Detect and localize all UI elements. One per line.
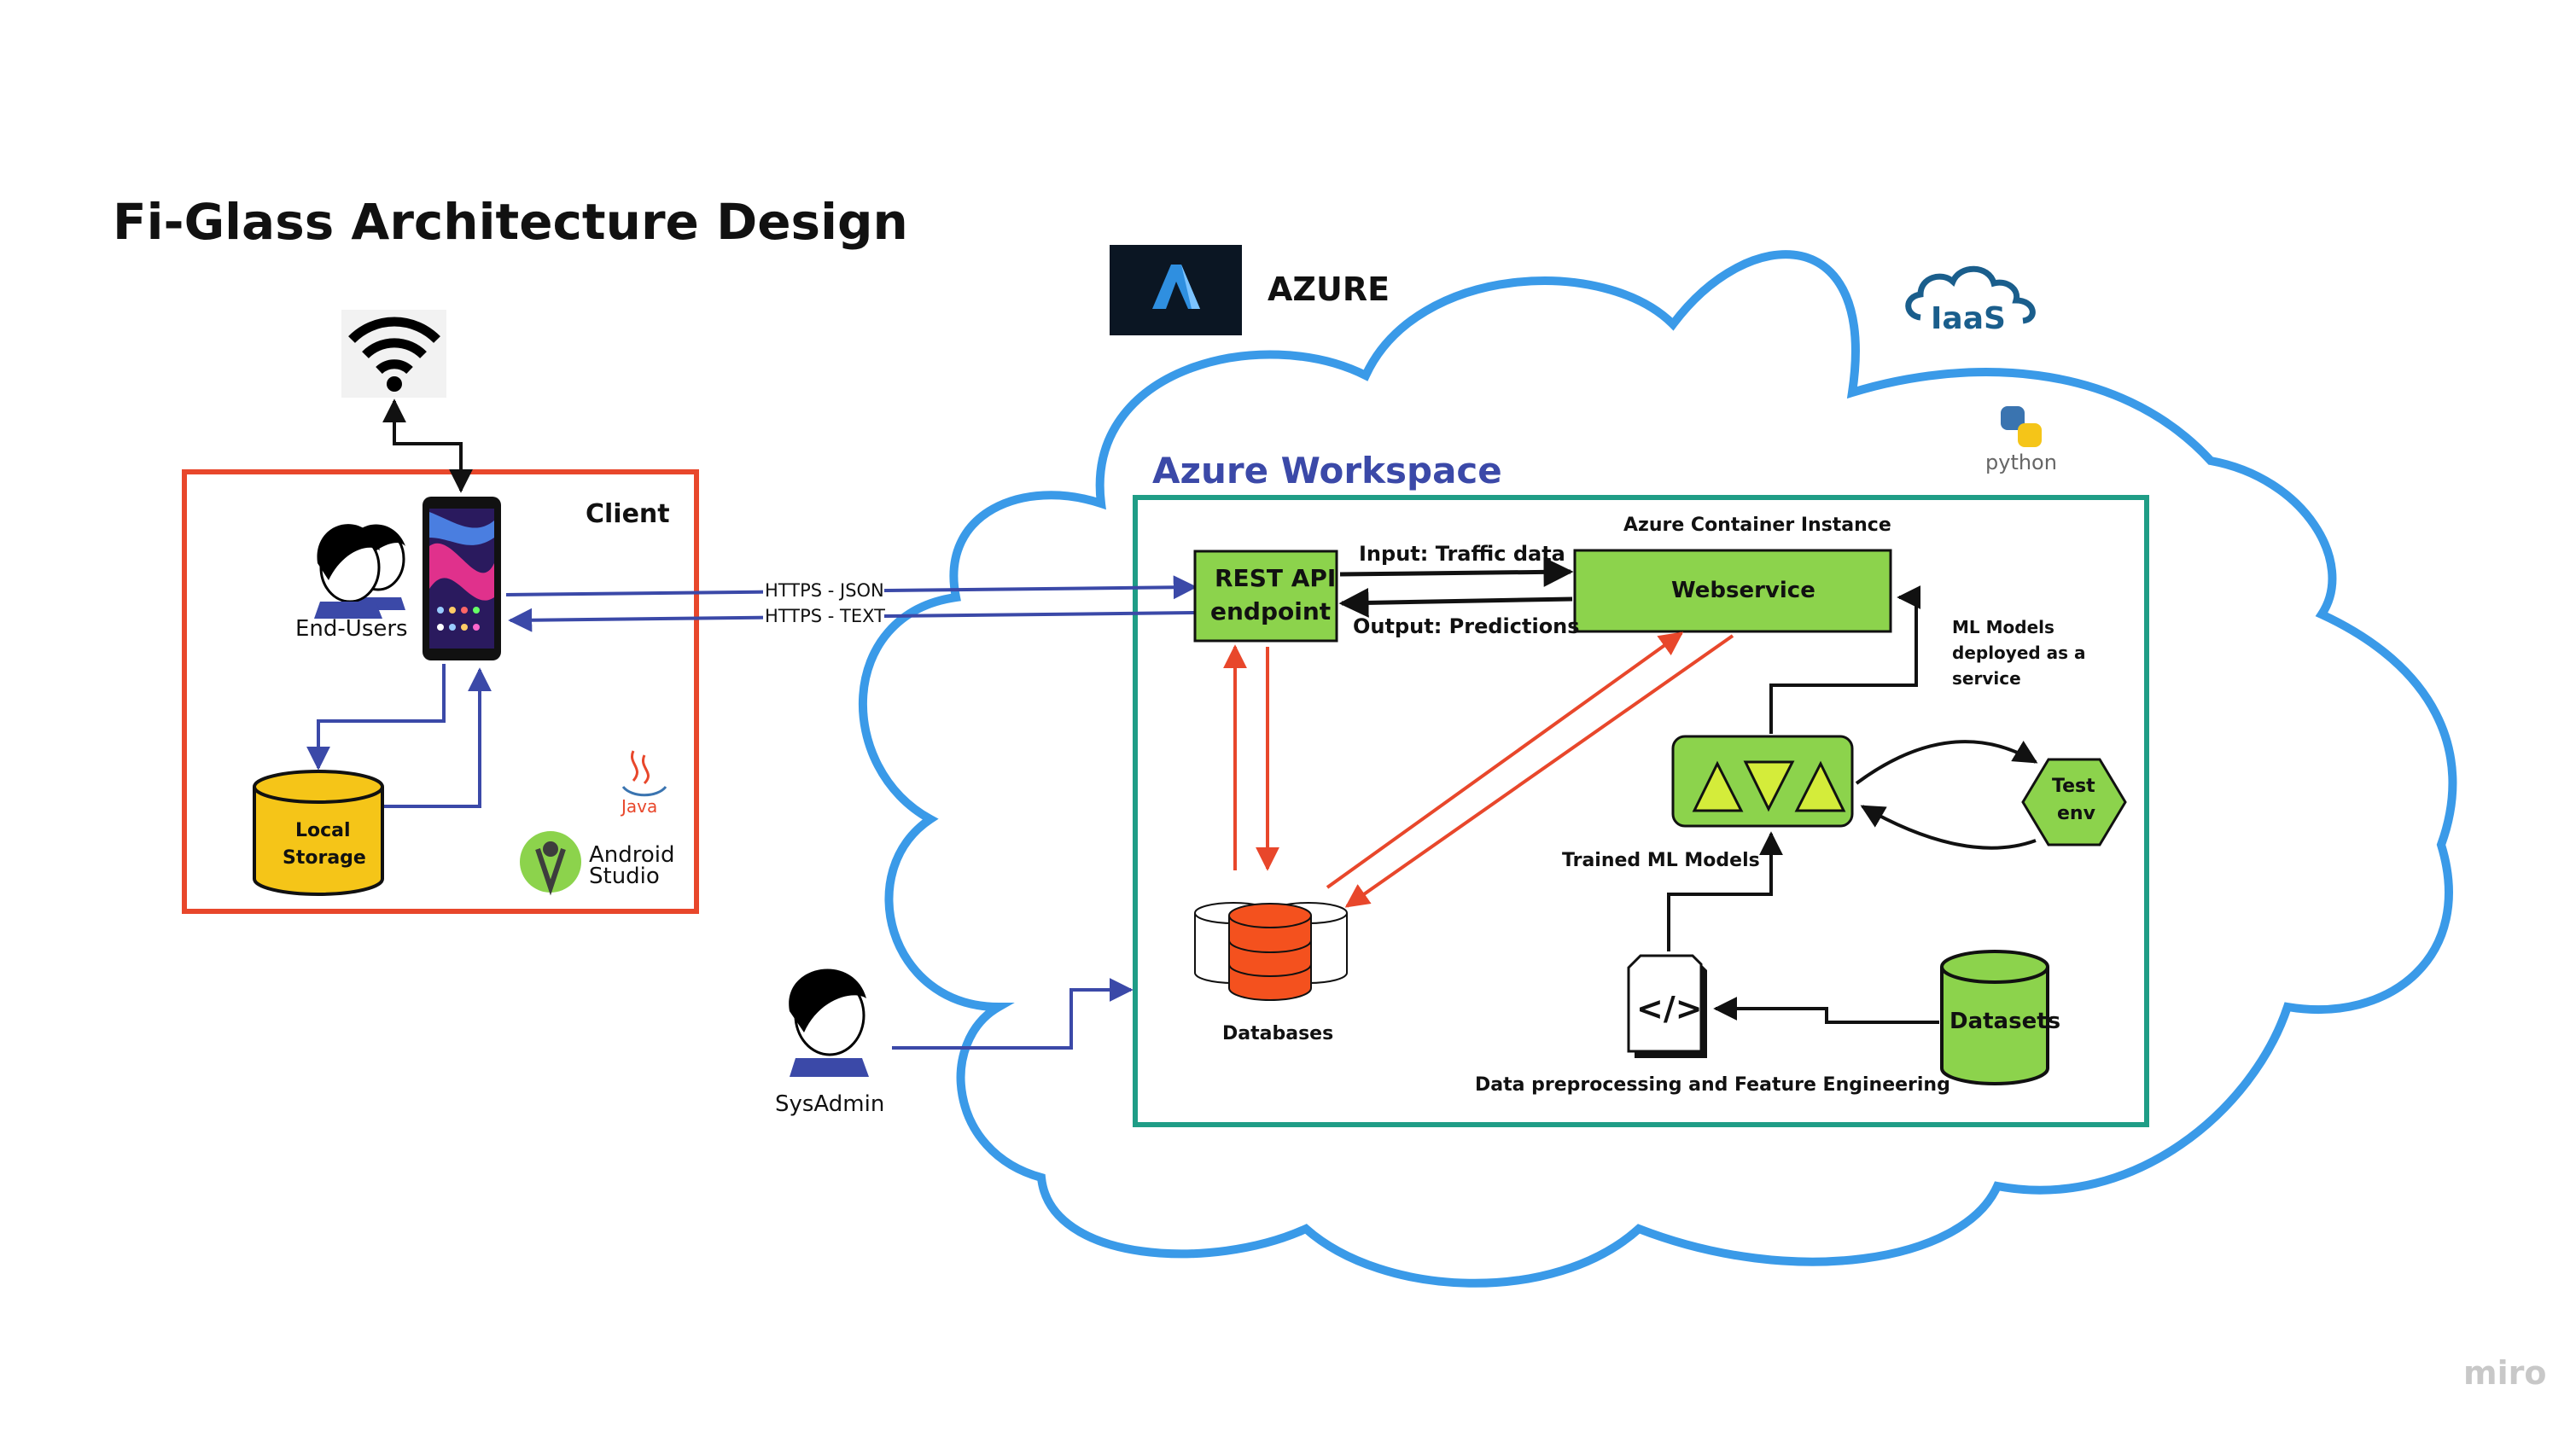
android-studio-logo: Android Studio	[520, 831, 675, 896]
ml-deploy-label-1: ML Models	[1952, 617, 2054, 637]
https-text-label: HTTPS - TEXT	[765, 606, 885, 626]
code-glyph: </>	[1636, 990, 1703, 1027]
databases-label: Databases	[1222, 1023, 1333, 1044]
android-studio-icon	[520, 831, 581, 893]
rest-api-label-1: REST API	[1215, 564, 1336, 592]
python-label: python	[1985, 451, 2057, 474]
triangle-up-icon	[1692, 760, 1744, 812]
android-studio-label-1: Android	[589, 842, 675, 868]
input-label: Input: Traffic data	[1359, 542, 1565, 566]
miro-watermark: miro	[2463, 1354, 2546, 1392]
triangle-up-icon	[1794, 760, 1846, 812]
local-storage-cylinder	[253, 770, 384, 896]
https-json-label: HTTPS - JSON	[765, 580, 884, 601]
container-label: Azure Container Instance	[1623, 515, 1891, 536]
triangle-down-icon	[1743, 760, 1795, 812]
java-logo: Java	[620, 750, 667, 817]
ml-deploy-label-2: deployed as a	[1952, 643, 2086, 663]
end-users-label: End-Users	[295, 616, 408, 642]
preprocessing-label: Data preprocessing and Feature Engineeri…	[1475, 1074, 1950, 1096]
code-file-icon: </>	[1627, 954, 1707, 1058]
local-storage-label-1: Local	[295, 820, 351, 841]
test-env-label-1: Test	[2052, 776, 2095, 797]
datasets-label: Datasets	[1949, 1009, 2060, 1034]
iaas-label: IaaS	[1931, 301, 2006, 336]
ml-deploy-label-3: service	[1952, 668, 2021, 689]
wifi-icon	[341, 310, 446, 398]
rest-api-box	[1193, 550, 1338, 643]
databases-icon	[1194, 902, 1348, 1001]
workspace-title: Azure Workspace	[1152, 450, 1502, 492]
test-env-label-2: env	[2057, 803, 2096, 824]
android-studio-label-2: Studio	[589, 864, 660, 889]
webservice-box	[1573, 549, 1892, 633]
azure-label: AZURE	[1268, 270, 1390, 308]
rest-api-label-2: endpoint	[1210, 597, 1331, 625]
sysadmin-label: SysAdmin	[775, 1091, 884, 1117]
workspace-box	[1133, 495, 2149, 1127]
azure-cloud	[858, 250, 2457, 1288]
webservice-label: Webservice	[1671, 578, 1815, 603]
azure-icon	[1152, 265, 1200, 309]
azure-logo	[1110, 245, 1242, 335]
java-icon	[631, 750, 650, 785]
test-env-hexagon	[2021, 758, 2127, 846]
end-users-icon	[314, 524, 405, 619]
sysadmin-icon	[789, 969, 869, 1077]
local-storage-label-2: Storage	[283, 847, 366, 869]
datasets-cylinder	[1940, 950, 2049, 1085]
smartphone-icon	[423, 497, 501, 660]
python-icon	[2001, 406, 2025, 430]
python-logo: python	[1985, 406, 2057, 474]
client-label: Client	[586, 499, 670, 529]
iaas-cloud-icon: IaaS	[1905, 265, 2036, 336]
output-label: Output: Predictions	[1353, 614, 1580, 638]
page-title: Fi-Glass Architecture Design	[113, 193, 908, 251]
trained-models-label: Trained ML Models	[1562, 850, 1760, 871]
java-label: Java	[620, 796, 657, 817]
